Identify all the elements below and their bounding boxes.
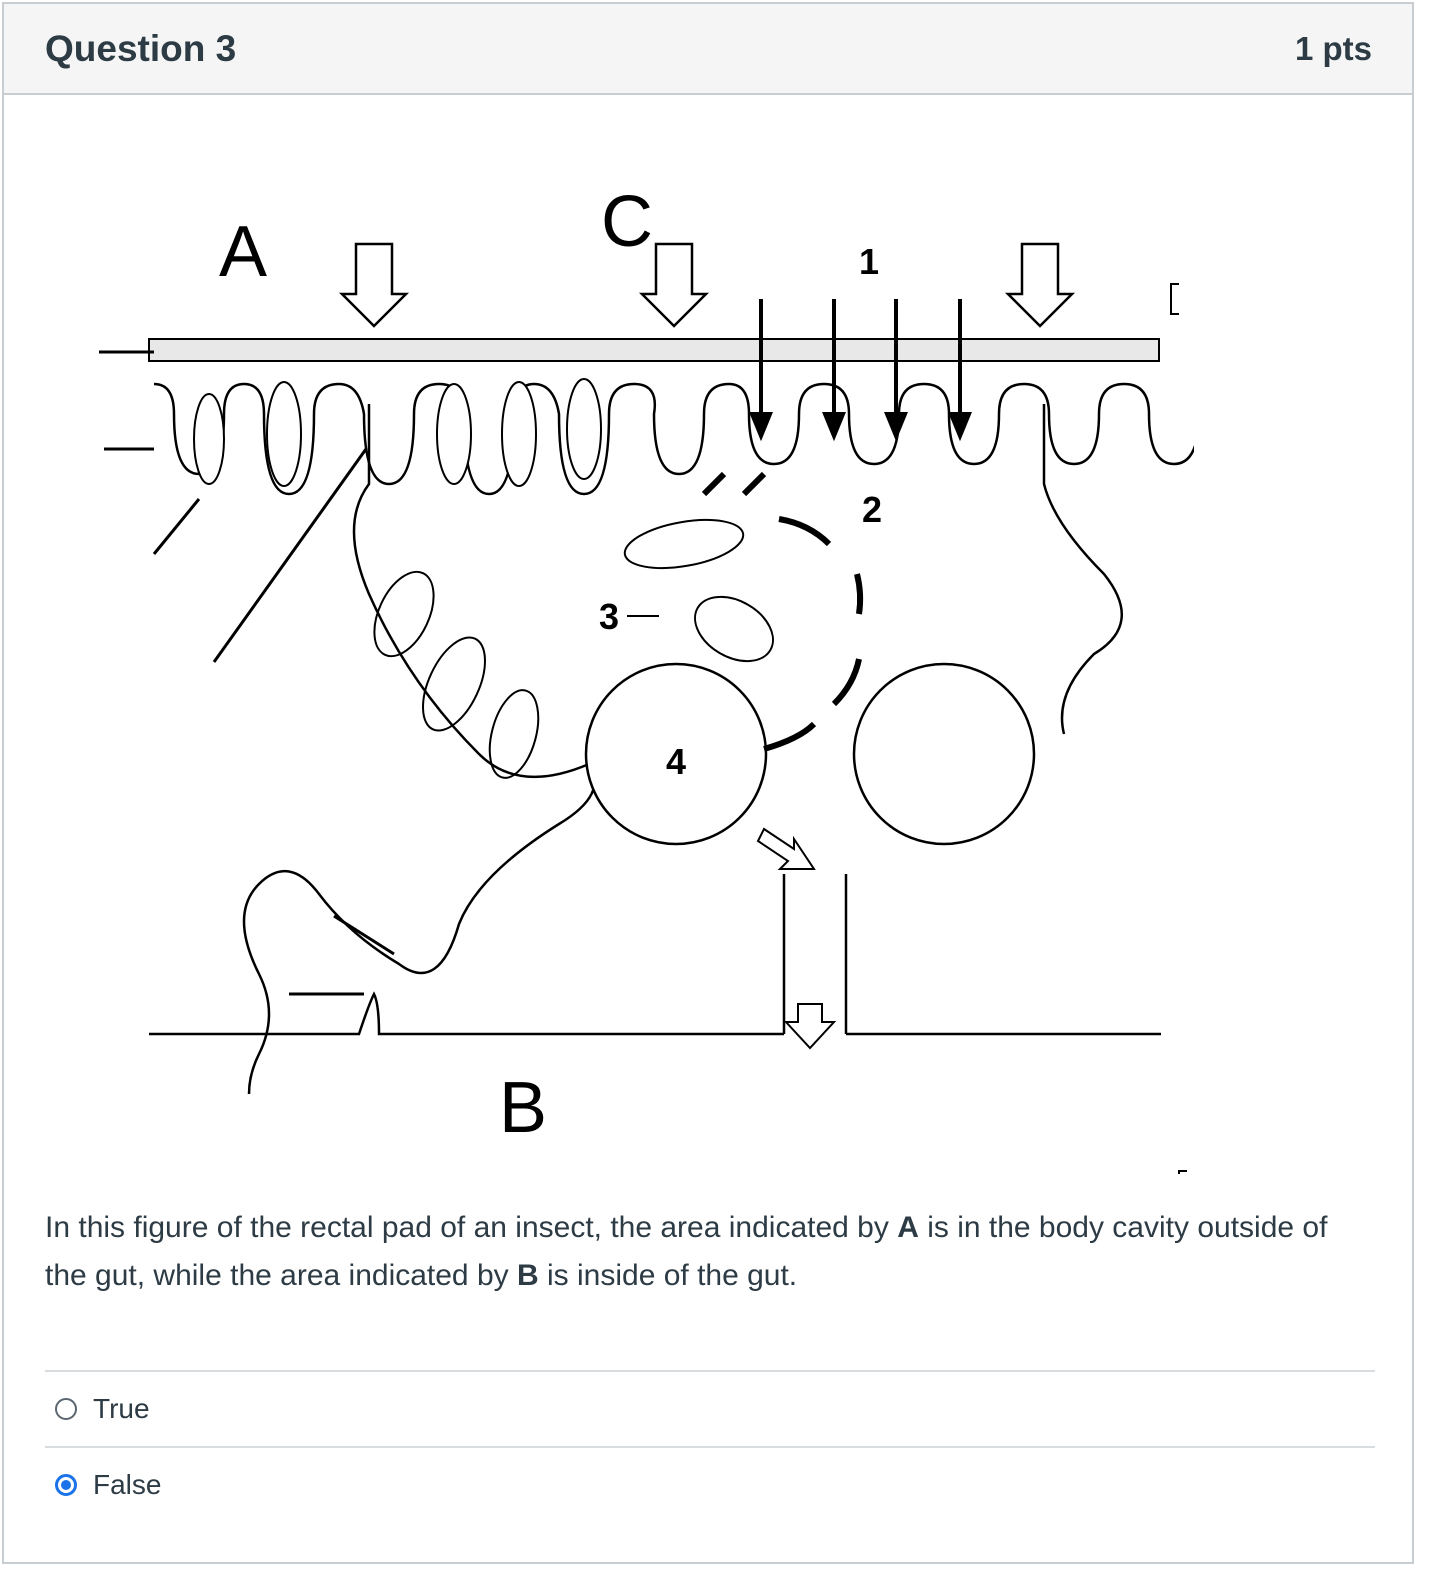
pointer-line — [212, 448, 368, 663]
answer-label-true: True — [93, 1393, 150, 1424]
question-text-part: In this figure of the rectal pad of an i… — [45, 1211, 898, 1244]
question-card: Question 3 1 pts — [2, 2, 1414, 1564]
question-text-bold-b: B — [516, 1259, 539, 1292]
label-3: 3 — [599, 596, 619, 637]
pointer-line — [152, 498, 201, 555]
exit-arrow — [783, 1003, 837, 1050]
answer-list: True False — [45, 1370, 1375, 1522]
epithelial-folds — [153, 382, 1194, 496]
radio-true[interactable] — [55, 1398, 77, 1420]
black-arrows — [749, 299, 972, 442]
question-text: In this figure of the rectal pad of an i… — [45, 1204, 1375, 1300]
pointer-line — [333, 914, 395, 956]
answer-option-false[interactable]: False — [45, 1446, 1375, 1522]
answer-option-true[interactable]: True — [45, 1370, 1375, 1446]
label-C: C — [601, 182, 653, 262]
question-title: Question 3 — [45, 27, 237, 69]
recycle-arrows — [701, 471, 864, 752]
question-text-part: is in the body cavity outside of the gut… — [45, 1211, 1328, 1292]
infundibulum-sinus — [584, 662, 768, 846]
label-4: 4 — [666, 741, 686, 782]
hollow-arrows — [338, 242, 1076, 328]
basal-line — [149, 991, 1161, 1036]
rectal-pad-diagram: A C 1 2 3 4 B — [99, 182, 1194, 1174]
question-text-part: is inside of the gut. — [538, 1259, 798, 1292]
infundibulum-sinus — [852, 662, 1036, 846]
answer-label-false: False — [93, 1469, 162, 1500]
central-tube — [782, 874, 848, 1034]
label-A: A — [219, 212, 267, 292]
label-B: B — [499, 1068, 547, 1148]
label-1: 1 — [859, 241, 879, 282]
question-header: Question 3 1 pts — [4, 4, 1412, 95]
crop-mark — [1170, 283, 1187, 1174]
radio-false[interactable] — [55, 1474, 77, 1496]
cuticle-band — [148, 338, 1160, 362]
question-text-bold-a: A — [897, 1211, 919, 1244]
intercellular-channel — [242, 404, 596, 1095]
question-points: 1 pts — [1294, 29, 1372, 67]
intercellular-channel — [1042, 404, 1124, 735]
rectal-pad-figure: A C 1 2 3 4 B — [94, 174, 1194, 1174]
flow-arrow — [756, 827, 816, 870]
label-2: 2 — [862, 489, 882, 530]
